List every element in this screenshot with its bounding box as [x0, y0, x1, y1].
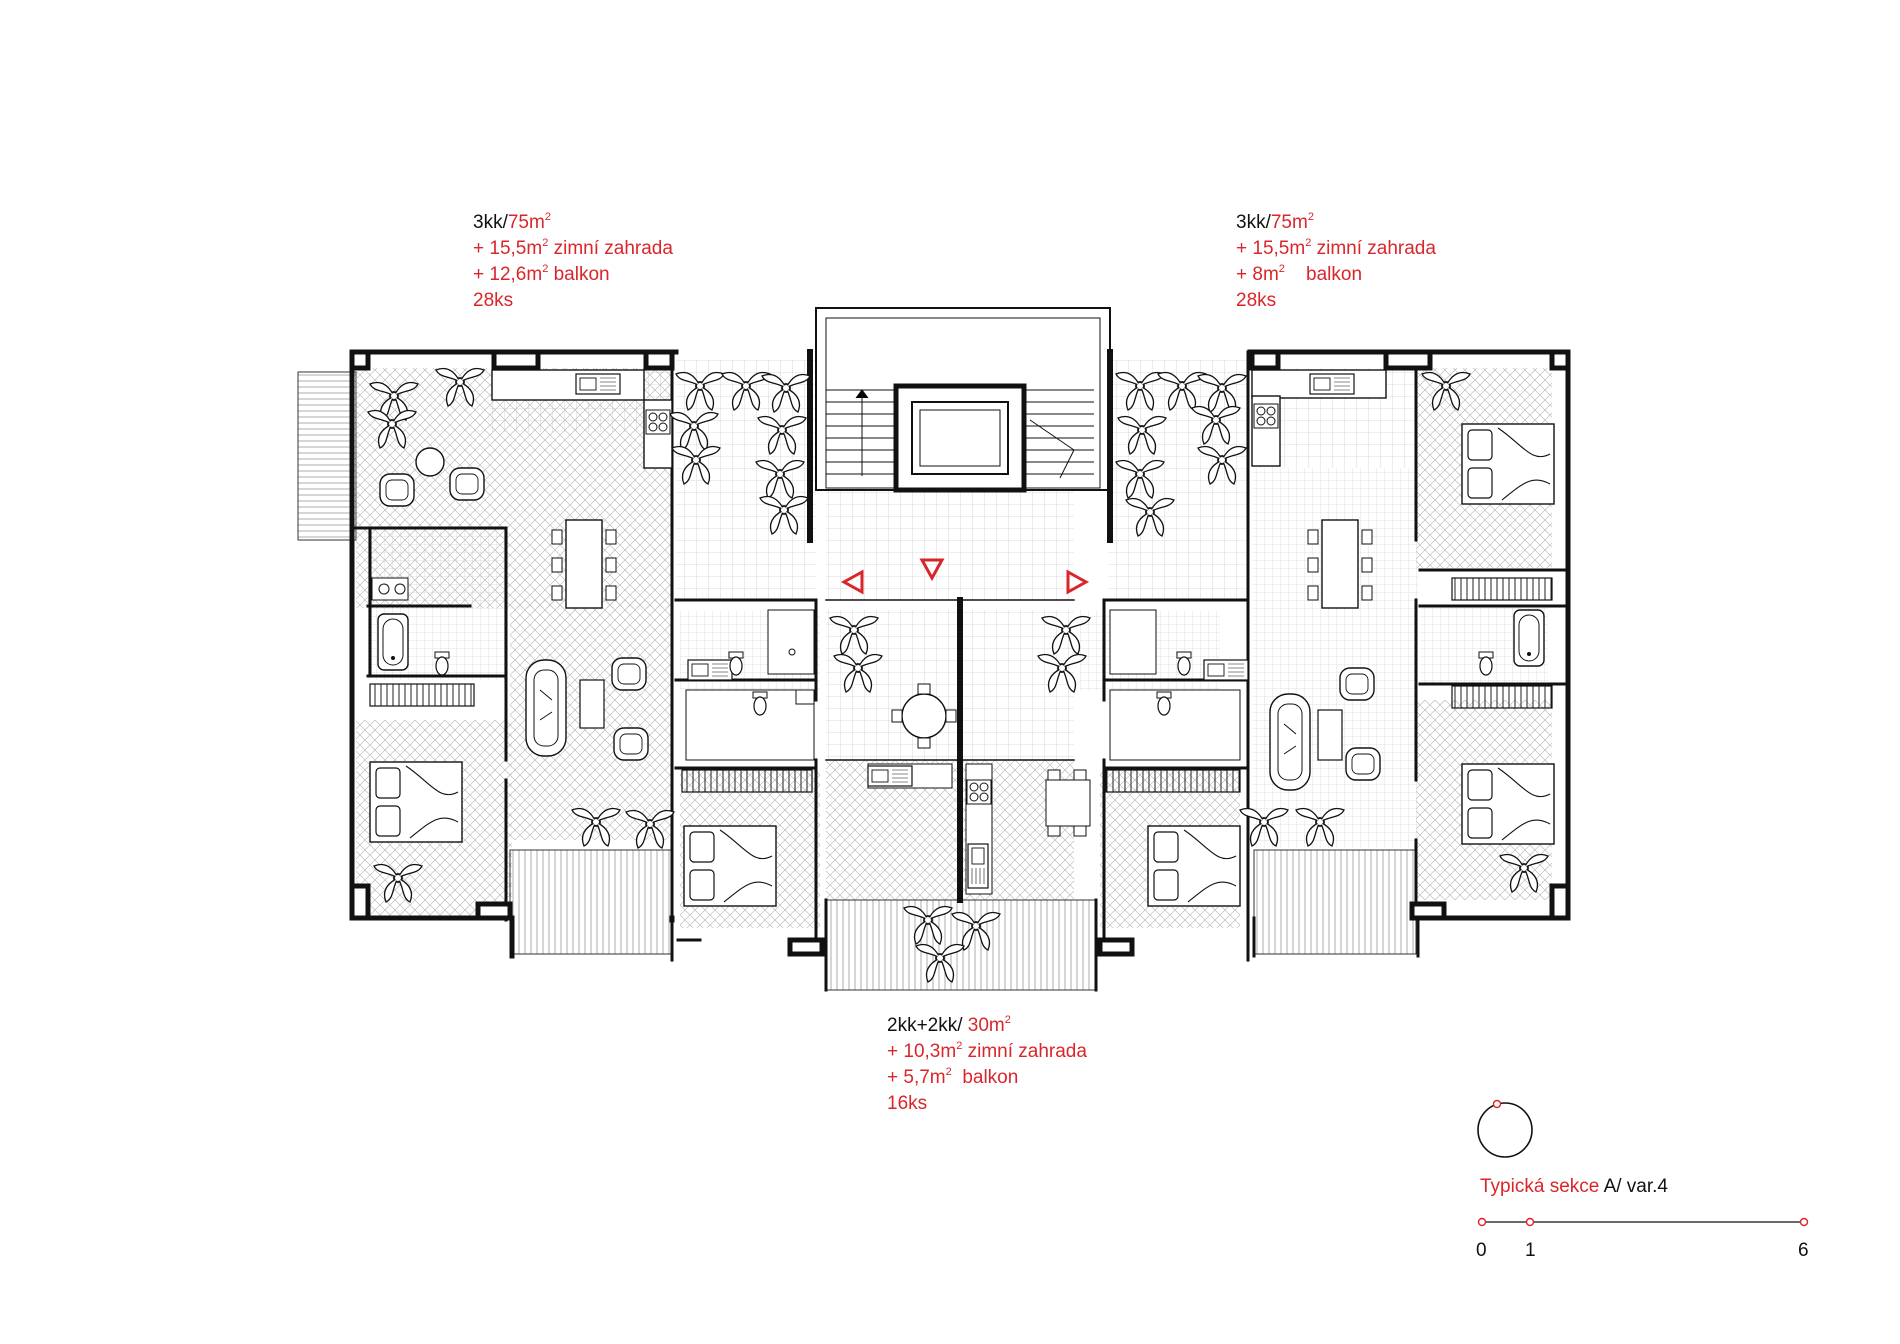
scale-label-0: 0 — [1476, 1240, 1487, 1261]
piers — [349, 349, 1571, 957]
unit-type: 3kk/ — [1236, 212, 1271, 233]
scale-label-1: 1 — [1525, 1240, 1536, 1261]
unit-type: 3kk/ — [473, 212, 508, 233]
unit-label-left: 3kk/75m2 + 15,5m2 zimní zahrada + 12,6m2… — [473, 210, 673, 311]
furniture — [369, 369, 1555, 907]
scale-bar — [1477, 1217, 1809, 1227]
entrance-arrow-icon — [840, 558, 1090, 595]
unit-label-bottom: 2kk+2kk/ 30m2 + 10,3m2 zimní zahrada + 5… — [887, 1013, 1087, 1114]
unit-type: 2kk+2kk/ — [887, 1015, 963, 1036]
scale-label-6: 6 — [1798, 1240, 1809, 1261]
unit-label-right: 3kk/75m2 + 15,5m2 zimní zahrada + 8m2 ba… — [1236, 210, 1436, 311]
north-arrow-icon — [1477, 1099, 1533, 1158]
stair-core — [815, 307, 1111, 493]
drawing-title: Typická sekce A/ var.4 — [1480, 1176, 1668, 1197]
